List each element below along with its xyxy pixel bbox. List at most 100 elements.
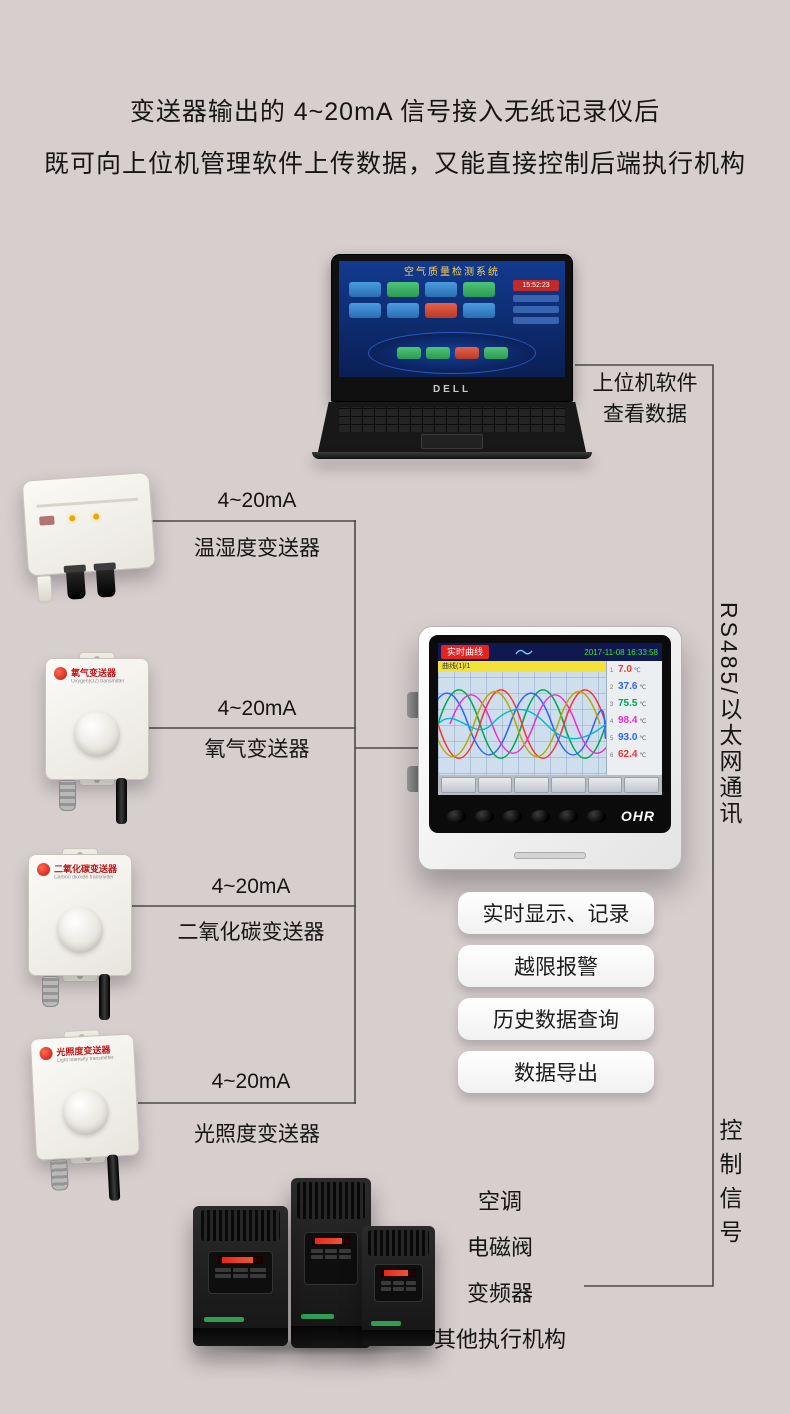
channel-value: 37.6	[618, 681, 638, 692]
nameplate-title: 氧气变送器	[71, 668, 117, 678]
co2-transmitter: 二氧化碳变送器 Carbon dioxide transmitter	[28, 848, 132, 1024]
channel-unit: ℃	[639, 685, 647, 691]
signal-label-2: 4~20mA	[217, 697, 297, 720]
softkey	[477, 777, 513, 793]
feature-pill-export: 数据导出	[458, 1051, 654, 1093]
laptop-keyboard-deck	[318, 402, 586, 452]
brand-logo-icon	[54, 667, 67, 680]
channel-unit: ℃	[639, 719, 647, 725]
sinter-probe	[50, 1159, 69, 1191]
transmitter-name-4: 光照度变送器	[194, 1123, 320, 1146]
sinter-probe	[42, 976, 59, 1007]
channel-row: 1 7.0 ℃	[607, 664, 662, 681]
channel-number: 2	[610, 685, 614, 691]
laptop-bezel-chin: DELL	[339, 377, 565, 401]
header-line-2: 既可向上位机管理软件上传数据，又能直接控制后端执行机构	[43, 150, 746, 178]
laptop-callout: 上位机软件 查看数据	[580, 368, 710, 430]
sensor-groove	[36, 497, 139, 508]
recorder-datetime: 2017-11-08 16:33:58	[584, 647, 658, 657]
recorder-screen: 实时曲线 2017-11-08 16:33:58 曲线(1)/1	[438, 643, 662, 795]
laptop-base-edge	[312, 452, 592, 459]
curve-traces	[438, 689, 606, 759]
panel-mount-clip	[407, 692, 420, 718]
recorder-bezel: 实时曲线 2017-11-08 16:33:58 曲线(1)/1	[429, 635, 671, 833]
feature-pill-realtime: 实时显示、记录	[458, 892, 654, 934]
sidebar-tile	[513, 317, 559, 324]
sensor-body: 二氧化碳变送器 Carbon dioxide transmitter	[28, 854, 132, 976]
vfd-keypad	[303, 1232, 359, 1286]
paperless-recorder: 实时曲线 2017-11-08 16:33:58 曲线(1)/1	[407, 626, 682, 870]
actuator-item-4: 其他执行机构	[433, 1327, 566, 1352]
brand-stripe	[204, 1317, 245, 1323]
sensor-dome	[57, 907, 103, 953]
sensor-nameplate: 光照度变送器 Light intensity transmitter	[56, 1042, 130, 1065]
softkey	[587, 777, 623, 793]
curve-strip-label: 曲线(1)/1	[438, 661, 606, 672]
laptop-brand: DELL	[432, 383, 472, 395]
sensor-body	[21, 471, 156, 577]
cable-gland	[95, 566, 116, 598]
app-tile	[387, 303, 419, 318]
recorder-key	[587, 809, 606, 823]
channel-value: 7.0	[618, 664, 632, 675]
channel-unit: ℃	[639, 702, 647, 708]
channel-value: 62.4	[618, 749, 638, 760]
laptop-screen: 空气质量检测系统 15:52:23	[331, 254, 573, 402]
softkey	[441, 777, 476, 793]
app-tile	[483, 347, 508, 359]
vfd-left	[193, 1206, 288, 1346]
control-signal-label: 控制信号	[716, 1118, 742, 1254]
brand-logo-icon	[39, 1046, 53, 1061]
header-line-1: 变送器输出的 4~20mA 信号接入无纸记录仪后	[129, 98, 661, 126]
app-tile	[463, 282, 495, 297]
app-tile	[425, 282, 457, 297]
sensor-body: 光照度变送器 Light intensity transmitter	[29, 1033, 141, 1161]
recorder-slot	[514, 852, 586, 859]
dashboard-oval	[368, 332, 536, 374]
feature-pill-history: 历史数据查询	[458, 998, 654, 1040]
laptop-display: 空气质量检测系统 15:52:23	[339, 261, 565, 377]
channel-number: 1	[610, 668, 614, 674]
sensor-dome	[61, 1087, 110, 1137]
sensor-cable	[99, 974, 110, 1020]
vfd-middle	[291, 1178, 371, 1348]
actuator-list: 空调 电磁阀 变频器 其他执行机构	[415, 1184, 585, 1368]
softkey	[624, 777, 659, 793]
recorder-key-row: OHR	[447, 803, 655, 829]
terminal-cover	[362, 1330, 435, 1346]
channel-row: 5 93.0 ℃	[607, 732, 662, 749]
brand-stripe	[300, 1314, 335, 1320]
recorder-key	[503, 809, 522, 823]
vfd-keys	[209, 1266, 272, 1280]
app-tile	[349, 303, 381, 318]
vfd-display	[217, 1255, 264, 1264]
softkey-bar	[438, 775, 662, 795]
panel-mount-clip	[407, 766, 420, 792]
vfd-keys	[375, 1279, 423, 1293]
brand-stripe	[370, 1320, 402, 1326]
channel-number: 4	[610, 719, 614, 725]
app-tile	[396, 347, 421, 359]
app-tile	[387, 282, 419, 297]
recorder-brand: OHR	[620, 808, 655, 824]
channel-number: 5	[610, 736, 614, 742]
vfd-keys	[305, 1247, 357, 1261]
vfd-keypad	[208, 1250, 273, 1295]
led-indicator	[93, 513, 100, 520]
sensor-nameplate: 氧气变送器 Oxygen(O2) transmitter	[71, 666, 144, 685]
app-tile	[454, 347, 479, 359]
sensor-dome	[74, 711, 120, 757]
transmitter-name-3: 二氧化碳变送器	[177, 921, 325, 944]
laptop-callout-line-2: 查看数据	[603, 403, 687, 426]
nameplate-title: 二氧化碳变送器	[54, 864, 118, 874]
terminal-cover	[291, 1325, 371, 1348]
actuator-item-3: 变频器	[466, 1281, 533, 1306]
nameplate-subtitle: Carbon dioxide transmitter	[54, 875, 114, 881]
channel-row: 3 75.5 ℃	[607, 698, 662, 715]
app-tile	[425, 303, 457, 318]
channel-value: 98.4	[618, 715, 638, 726]
signal-label-4: 4~20mA	[211, 1070, 291, 1093]
temp-humidity-transmitter	[21, 471, 163, 613]
